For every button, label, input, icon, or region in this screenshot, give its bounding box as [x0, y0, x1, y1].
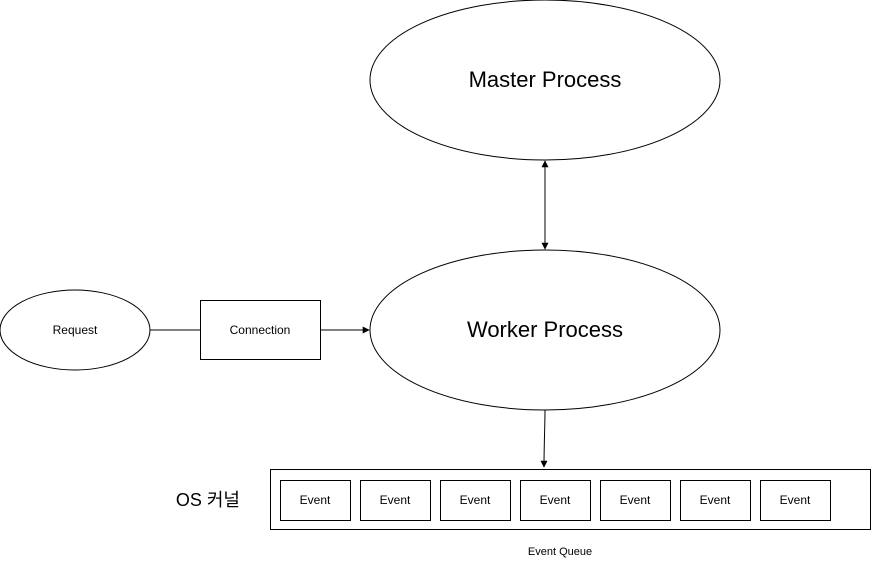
- worker-process-label: Worker Process: [466, 317, 624, 342]
- event-label: Event: [539, 493, 571, 507]
- connection-node: [200, 300, 321, 360]
- event-label: Event: [299, 493, 331, 507]
- master-process-node: [369, 0, 721, 161]
- connection-label: Connection: [229, 323, 291, 337]
- event-label: Event: [459, 493, 491, 507]
- os-kernel-label: OS 커널: [175, 490, 240, 510]
- event-box: [760, 480, 831, 521]
- master-process-label: Master Process: [468, 67, 622, 92]
- event-box: [520, 480, 591, 521]
- event-box: [280, 480, 351, 521]
- event-queue-caption: Event Queue: [527, 546, 593, 558]
- event-box: [440, 480, 511, 521]
- event-label: Event: [379, 493, 411, 507]
- worker-queue-arrow: [540, 409, 548, 468]
- event-label: Event: [779, 493, 811, 507]
- event-box: [360, 480, 431, 521]
- event-box: [600, 480, 671, 521]
- event-label: Event: [699, 493, 731, 507]
- event-box: [680, 480, 751, 521]
- event-label: Event: [619, 493, 651, 507]
- request-label: Request: [52, 323, 98, 337]
